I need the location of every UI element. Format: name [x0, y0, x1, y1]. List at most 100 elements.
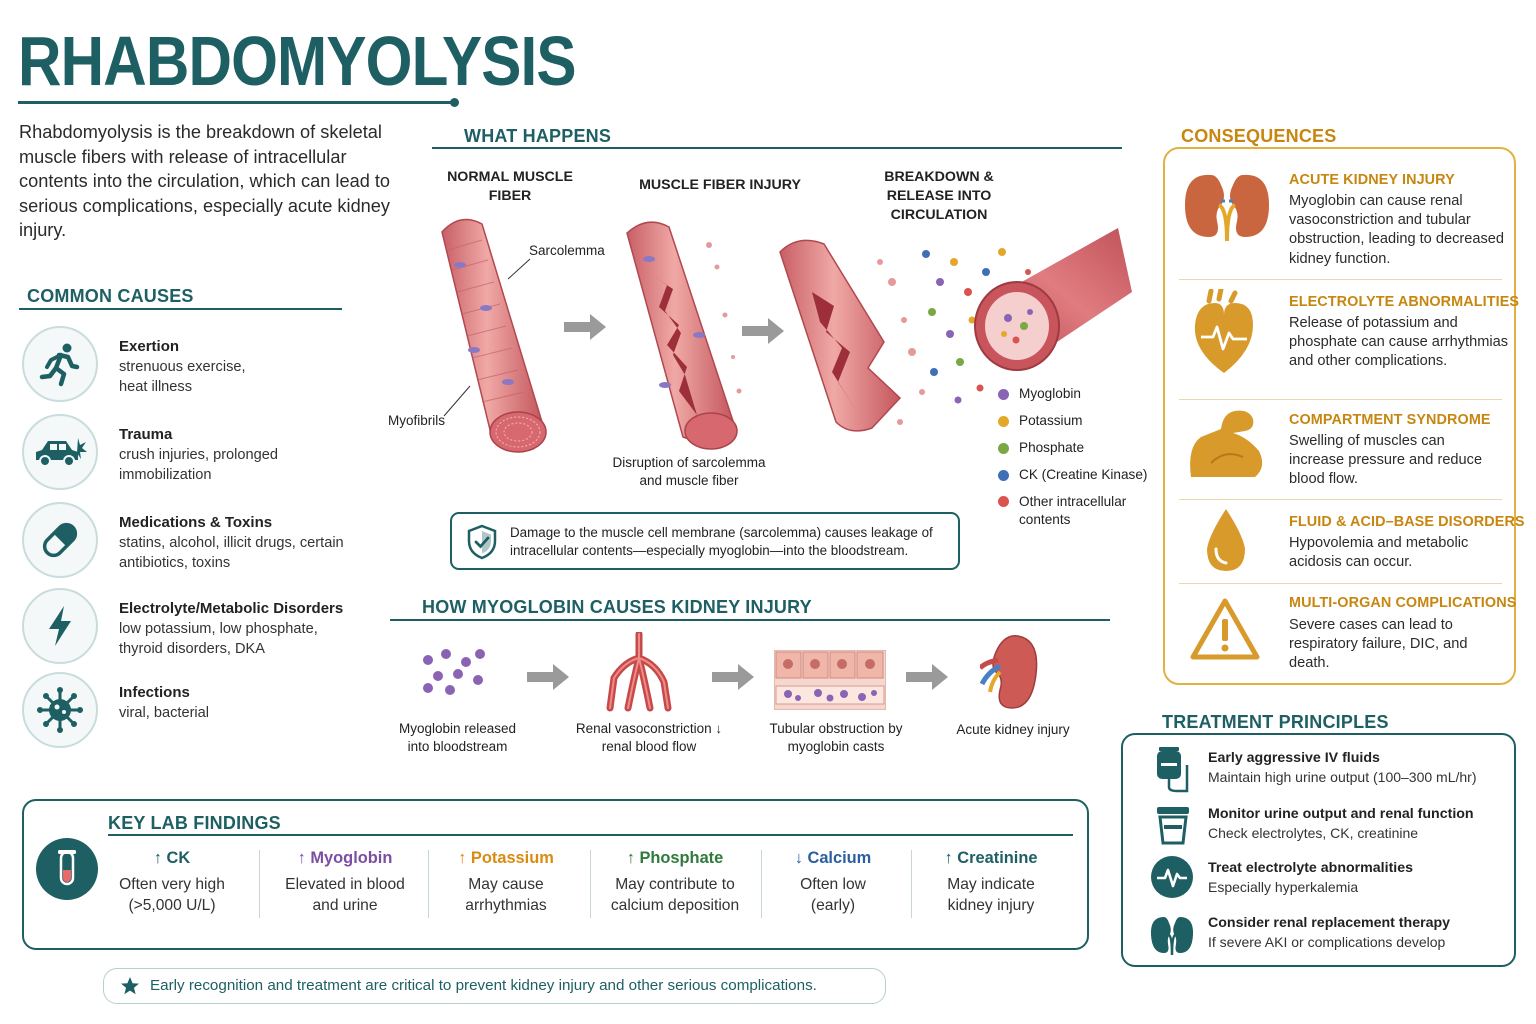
lab-divider [911, 850, 912, 918]
disruption-label: Disruption of sarcolemma and muscle fibe… [612, 455, 766, 488]
causes-rule [19, 308, 342, 310]
what-happens-rule [432, 147, 1122, 149]
consequence-title: MULTI-ORGAN COMPLICATIONS [1289, 595, 1517, 611]
intro-paragraph: Rhabdomyolysis is the breakdown of skele… [19, 122, 391, 241]
treatment-title: Monitor urine output and renal function [1208, 806, 1474, 822]
consequence-title: COMPARTMENT SYNDROME [1289, 412, 1491, 428]
consequence-divider [1179, 499, 1502, 500]
urine-cup-icon [1157, 807, 1189, 845]
consequence-divider [1179, 583, 1502, 584]
arrow-right-icon [564, 314, 606, 340]
membrane-damage-callout: Damage to the muscle cell membrane (sarc… [450, 512, 960, 570]
legend-label: Potassium [1019, 413, 1083, 428]
myoglobin-molecules-illustration [423, 649, 485, 695]
legend-dot [998, 389, 1009, 400]
page-title: RHABDOMYOLYSIS [18, 22, 577, 100]
consequence-title: ACUTE KIDNEY INJURY [1289, 172, 1455, 188]
lab-item-phosphate: ↑ Phosphate May contribute to calcium de… [600, 849, 750, 917]
iv-bag-icon [1157, 747, 1189, 793]
treatment-panel: Early aggressive IV fluids Maintain high… [1121, 733, 1516, 967]
what-happens-heading: WHAT HAPPENS [464, 126, 612, 146]
stage-label-breakdown: BREAKDOWN & RELEASE INTO CIRCULATION [884, 169, 994, 223]
lab-desc: May indicate kidney injury [947, 876, 1035, 915]
legend-label: Other intracellular contents [1019, 494, 1127, 527]
cause-title: Electrolyte/Metabolic Disorders [119, 600, 344, 617]
cause-desc: viral, bacterial [119, 705, 210, 721]
myofibrils-pointer [443, 385, 471, 417]
stage-label-injury: MUSCLE FIBER INJURY [639, 177, 801, 193]
consequence-divider [1179, 279, 1502, 280]
treatment-title: Treat electrolyte abnormalities [1208, 860, 1414, 876]
lab-item-myoglobin: ↑ Myoglobin Elevated in blood and urine [278, 849, 412, 917]
lab-name: ↓ Calcium [794, 849, 872, 867]
lab-desc: May contribute to calcium deposition [610, 876, 740, 915]
arrow-right-icon [742, 318, 784, 344]
lab-divider [761, 850, 762, 918]
cause-item-trauma: Trauma crush injuries, prolonged immobil… [22, 414, 382, 492]
kidney-step-2: Renal vasoconstriction ↓ renal blood flo… [575, 721, 723, 754]
injured-muscle-fiber-illustration [626, 221, 742, 450]
lab-desc: May cause arrhythmias [465, 876, 547, 915]
treatment-heading: TREATMENT PRINCIPLES [1162, 712, 1389, 732]
renal-vessels-illustration [606, 632, 672, 712]
tubular-obstruction-illustration [774, 650, 886, 710]
treatment-title: Early aggressive IV fluids [1208, 750, 1380, 766]
cause-title: Exertion [119, 338, 180, 355]
legend-item-other: Other intracellular contents [998, 493, 1148, 529]
warning-triangle-icon [1190, 598, 1260, 660]
cause-title: Infections [119, 684, 190, 701]
virus-icon [22, 672, 98, 748]
lab-findings-rule [108, 834, 1073, 836]
consequence-desc: Hypovolemia and metabolic acidosis can o… [1289, 535, 1469, 571]
treatment-title: Consider renal replacement therapy [1208, 915, 1451, 931]
legend-dot [998, 416, 1009, 427]
cause-desc: statins, alcohol, illicit drugs, certain… [119, 535, 344, 571]
breakdown-release-illustration [779, 228, 1132, 432]
normal-muscle-fiber-illustration [441, 218, 547, 453]
consequence-title: ELECTROLYTE ABNORMALITIES [1289, 294, 1520, 310]
lab-desc: Often very high (>5,000 U/L) [119, 876, 225, 915]
lightning-bolt-icon [22, 588, 98, 664]
cause-desc: strenuous exercise, heat illness [119, 359, 246, 395]
legend-dot [998, 443, 1009, 454]
lab-divider [259, 850, 260, 918]
lab-desc: Often low (early) [800, 876, 866, 915]
causes-heading: COMMON CAUSES [27, 286, 194, 306]
lab-item-creatinine: ↑ Creatinine May indicate kidney injury [930, 849, 1052, 917]
cause-title: Trauma [119, 426, 173, 443]
consequence-desc: Myoglobin can cause renal vasoconstricti… [1289, 193, 1504, 267]
lab-name: ↑ Phosphate [626, 849, 724, 867]
lab-divider [590, 850, 591, 918]
cause-item-electrolyte: Electrolyte/Metabolic Disorders low pota… [22, 588, 382, 666]
running-person-icon [22, 326, 98, 402]
consequences-heading: CONSEQUENCES [1181, 126, 1337, 146]
consequence-desc: Release of potassium and phosphate can c… [1289, 315, 1509, 370]
lab-item-ck: ↑ CK Often very high (>5,000 U/L) [108, 849, 236, 917]
myofibrils-label: Myofibrils [388, 413, 446, 428]
title-underline [18, 101, 454, 104]
legend-item-myoglobin: Myoglobin [998, 386, 1081, 401]
lab-name: ↑ Myoglobin [297, 849, 393, 867]
lab-item-potassium: ↑ Potassium May cause arrhythmias [444, 849, 568, 917]
kidney-step-3: Tubular obstruction by myoglobin casts [769, 721, 903, 754]
cause-desc: crush injuries, prolonged immobilization [119, 447, 278, 483]
kidney-injury-heading: HOW MYOGLOBIN CAUSES KIDNEY INJURY [422, 597, 812, 617]
kidney-injury-rule [390, 619, 1110, 621]
kidneys-icon [1150, 917, 1194, 955]
consequence-title: FLUID & ACID–BASE DISORDERS [1289, 514, 1525, 530]
test-tube-icon [36, 838, 98, 900]
lab-findings-heading: KEY LAB FINDINGS [108, 813, 281, 833]
arrow-right-icon [906, 664, 948, 690]
droplet-icon [1207, 509, 1245, 571]
lab-name: ↑ Potassium [458, 849, 554, 867]
legend-item-phosphate: Phosphate [998, 440, 1084, 455]
treatment-desc: Especially hyperkalemia [1208, 879, 1359, 895]
pill-capsule-icon [22, 502, 98, 578]
cause-desc: low potassium, low phosphate, thyroid di… [119, 621, 318, 657]
sarcolemma-label: Sarcolemma [529, 243, 605, 258]
kidneys-icon [1185, 174, 1269, 241]
stage-label-normal: NORMAL MUSCLE FIBER [447, 169, 573, 204]
kidney-step-4: Acute kidney injury [956, 722, 1070, 737]
legend-label: Myoglobin [1019, 386, 1081, 401]
consequence-desc: Swelling of muscles can increase pressur… [1289, 433, 1483, 488]
